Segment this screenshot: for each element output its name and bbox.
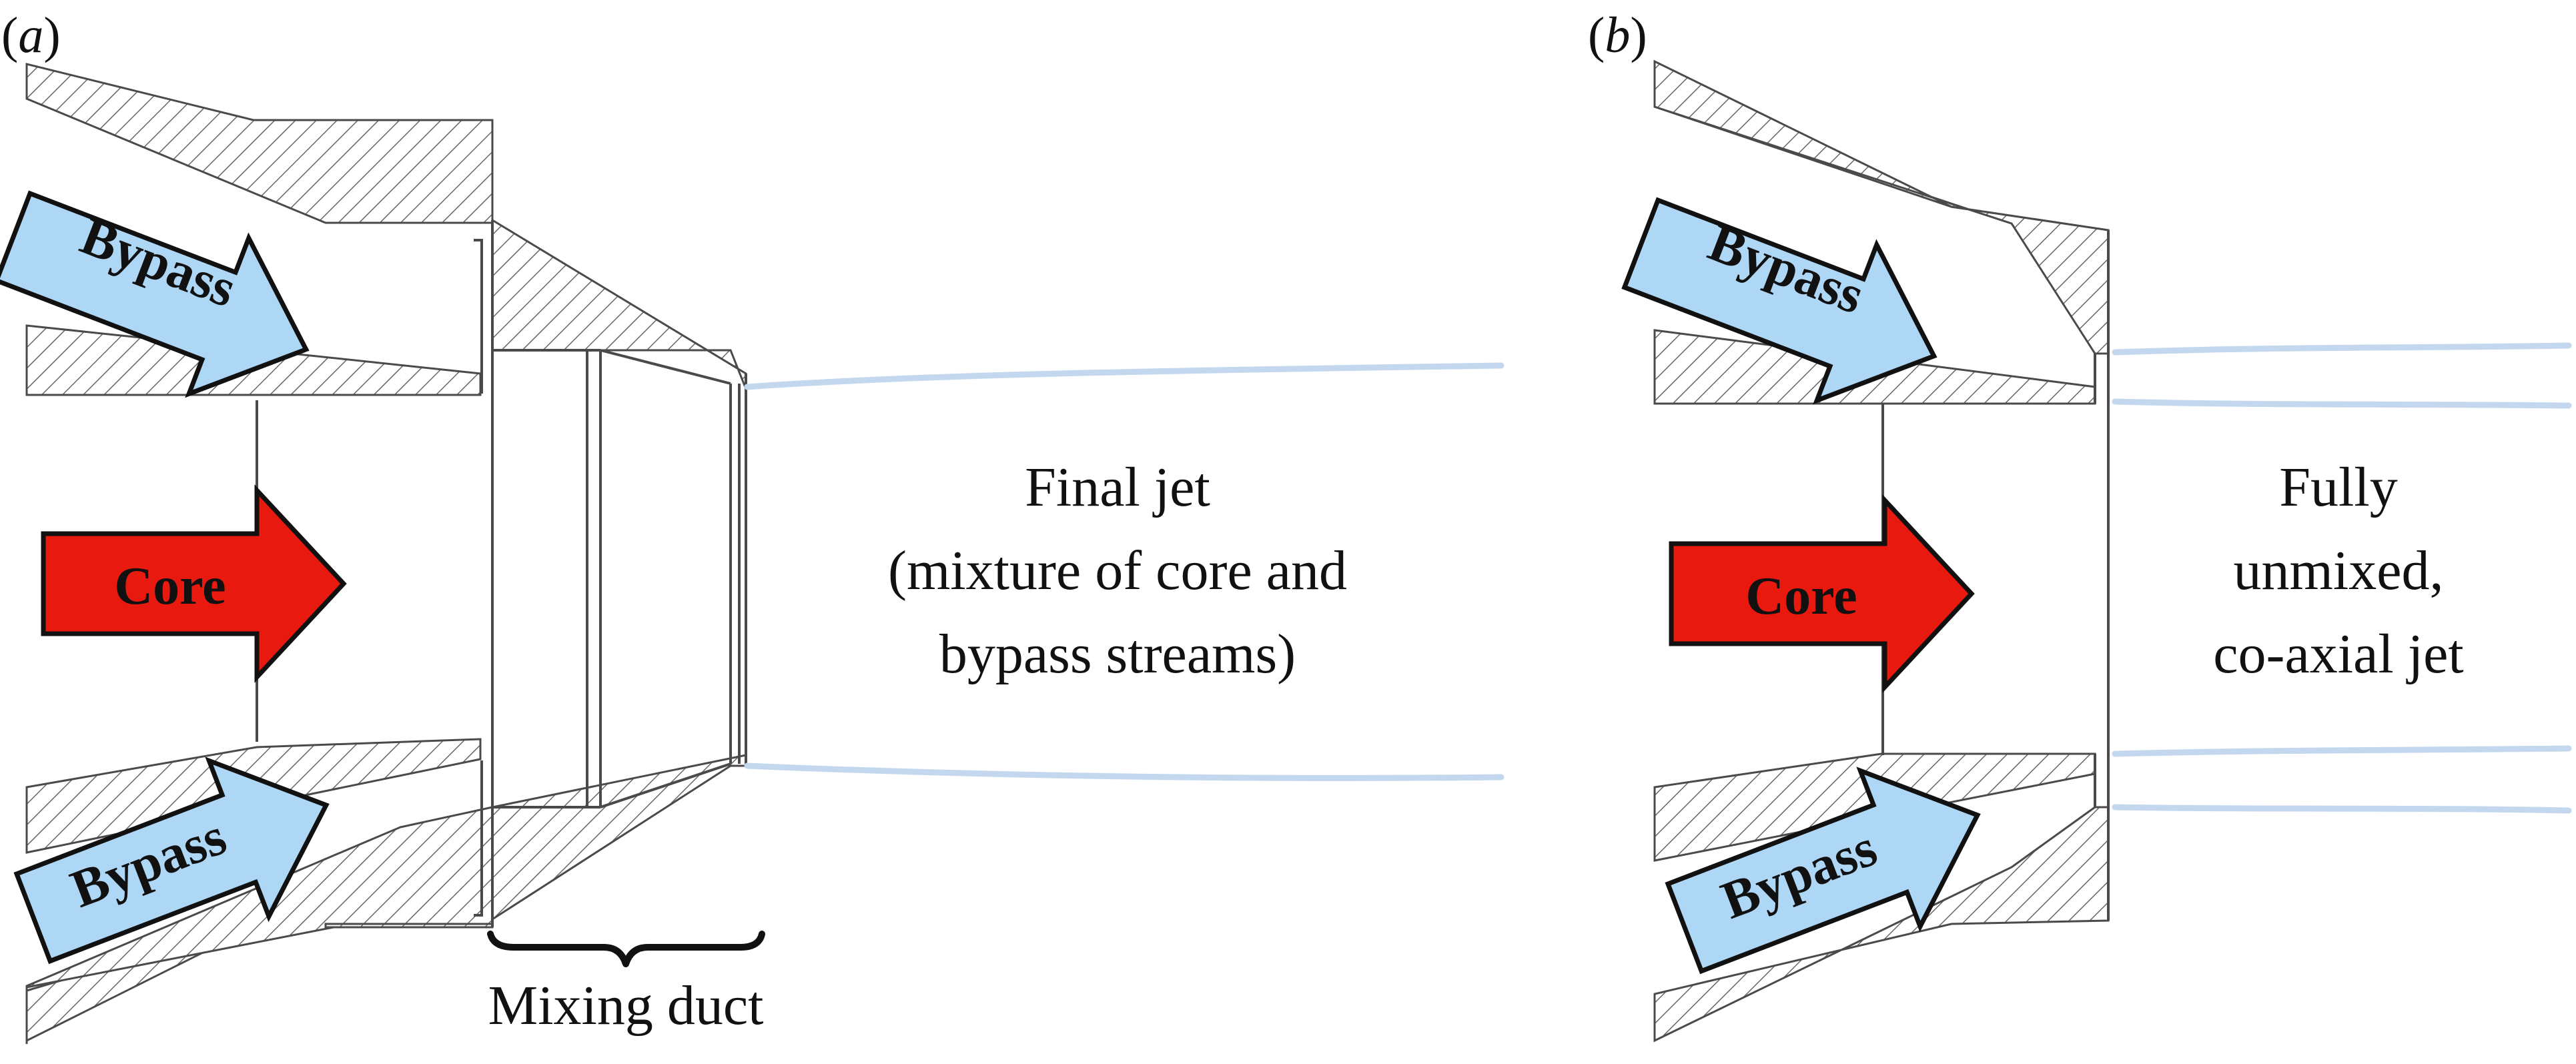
panel-b-jet-bypass-upper (2112, 342, 2572, 356)
panel-a-annotation: Final jet (mixture of core and bypass st… (888, 456, 1347, 685)
mixing-duct-label: Mixing duct (488, 975, 764, 1037)
bypass-arrow-shape (13, 756, 330, 965)
panel-b-jet-core-upper (2112, 398, 2572, 409)
panel-a-duct-converge-bottom (600, 762, 731, 809)
panel-a-duct-converge-top (600, 349, 731, 385)
panel-b-annotation: Fully unmixed, co-axial jet (2213, 456, 2463, 685)
panel-b-jet-core-lower (2112, 745, 2572, 757)
panel-a-annotation-line-1: Final jet (1025, 456, 1210, 518)
panel-a-lip-bottom-vertical (474, 760, 483, 917)
panel-b: (b) Bypass Core Bypass (1588, 7, 2572, 1043)
mixing-duct-brace (487, 931, 765, 967)
panel-a-annotation-line-3: bypass streams) (939, 623, 1296, 685)
bypass-arrow-shape (0, 190, 310, 398)
panel-a-bypass-lower-fill (324, 923, 494, 929)
panel-a-annotation-line-2: (mixture of core and (888, 540, 1347, 602)
panel-a-jet-upper (744, 362, 1505, 390)
panel-a-mixing-top-wall (491, 218, 747, 390)
panel-a-lip-top-vertical (474, 239, 483, 394)
panel-b-label: (b) (1588, 7, 1647, 63)
panel-b-annotation-line-3: co-axial jet (2213, 623, 2463, 685)
panel-b-jet-bypass-lower (2112, 804, 2572, 814)
panel-a-core-arrow: Core (41, 484, 347, 683)
bypass-arrow-shape (1621, 197, 1938, 405)
bypass-arrow-shape (1665, 766, 1981, 975)
panel-b-annotation-line-1: Fully (2279, 456, 2397, 518)
panel-b-core-label: Core (1745, 567, 1857, 626)
panel-a-outer-top-wall (25, 63, 494, 224)
panel-a-jet-lower (744, 762, 1505, 781)
core-arrow-shape (1669, 494, 1975, 693)
panel-a-core-label: Core (114, 557, 226, 616)
panel-b-core-arrow: Core (1669, 494, 1975, 693)
panel-b-annotation-line-2: unmixed, (2234, 540, 2444, 602)
panel-a-label: (a) (1, 7, 61, 63)
core-arrow-shape (41, 484, 347, 683)
panel-a-mixing-bottom-wall (491, 754, 747, 921)
panel-a: (a) Bypass Core (0, 7, 1505, 1044)
